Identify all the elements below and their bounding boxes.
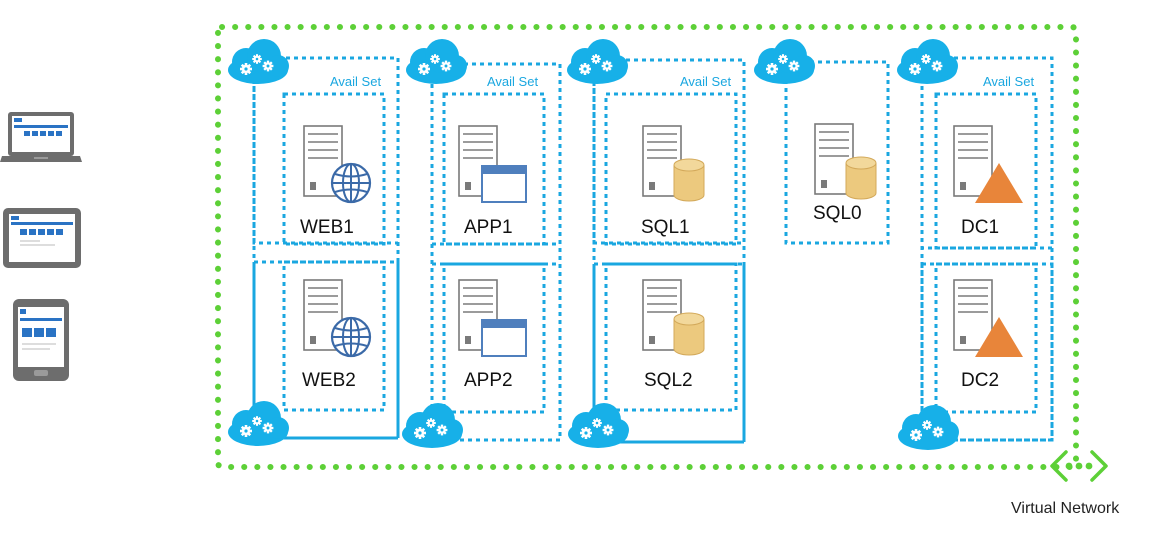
vm-label-sql0: SQL0 (813, 203, 862, 224)
vm-label-dc1: DC1 (961, 217, 999, 238)
phone-icon (13, 299, 69, 381)
globe-icon (330, 162, 372, 204)
vm-label-dc2: DC2 (961, 370, 999, 391)
availset-label-app: Avail Set (487, 74, 538, 89)
cloud-service-icon (406, 39, 467, 84)
cloud-service-sql0 (784, 60, 890, 245)
app-window-icon (481, 165, 527, 203)
vm-sql1[interactable]: SQL1 (641, 125, 705, 238)
availset-label-web: Avail Set (330, 74, 381, 89)
cloud-service-icon (898, 405, 959, 450)
vm-web1[interactable]: WEB1 (300, 125, 372, 238)
vm-dc1[interactable]: DC1 (953, 125, 1023, 238)
vm-web2[interactable]: WEB2 (302, 279, 372, 391)
app-window-icon (481, 319, 527, 357)
database-icon (673, 312, 705, 356)
vm-app1[interactable]: APP1 (458, 125, 527, 238)
database-icon (673, 158, 705, 202)
laptop-icon (0, 112, 82, 162)
vm-label-sql1: SQL1 (641, 217, 690, 238)
cloud-service-icon (754, 39, 815, 84)
cloud-service-icon (228, 401, 289, 446)
virtual-network-icon (1050, 450, 1108, 482)
availset-label-sql: Avail Set (680, 74, 731, 89)
tablet-icon (3, 208, 81, 268)
cloud-service-icon (228, 39, 289, 84)
globe-icon (330, 316, 372, 358)
vm-sql0[interactable]: SQL0 (813, 123, 877, 224)
vm-label-app1: APP1 (464, 217, 513, 238)
vm-label-sql2: SQL2 (644, 370, 693, 391)
vm-label-app2: APP2 (464, 370, 513, 391)
database-icon (845, 156, 877, 200)
vm-app2[interactable]: APP2 (458, 279, 527, 391)
cloud-service-icon (567, 39, 628, 84)
vm-sql2[interactable]: SQL2 (642, 279, 705, 391)
virtual-network-boundary (215, 24, 1079, 470)
cloud-service-dc1 (920, 56, 1054, 250)
cloud-service-sql2 (592, 262, 746, 444)
virtual-network-label: Virtual Network (1011, 500, 1120, 517)
vm-dc2[interactable]: DC2 (953, 279, 1023, 391)
cloud-service-icon (897, 39, 958, 84)
cloud-service-icon (402, 403, 463, 448)
availset-label-dc: Avail Set (983, 74, 1034, 89)
vm-label-web2: WEB2 (302, 370, 356, 391)
vm-label-web1: WEB1 (300, 217, 354, 238)
